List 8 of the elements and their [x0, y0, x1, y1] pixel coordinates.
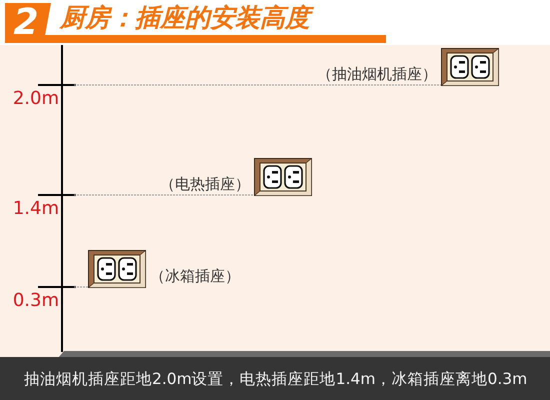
height-label: 1.4m: [12, 198, 59, 220]
section-number-badge: 2: [5, 3, 51, 43]
height-label: 0.3m: [12, 290, 59, 312]
socket-label: （抽油烟机插座）: [317, 64, 437, 84]
socket-label: （冰箱插座）: [150, 266, 240, 286]
height-label: 2.0m: [12, 88, 59, 110]
caption-text: 抽油烟机插座距地2.0m设置，电热插座距地1.4m，冰箱插座离地0.3m: [24, 369, 528, 389]
socket-label: （电热插座）: [160, 174, 250, 194]
